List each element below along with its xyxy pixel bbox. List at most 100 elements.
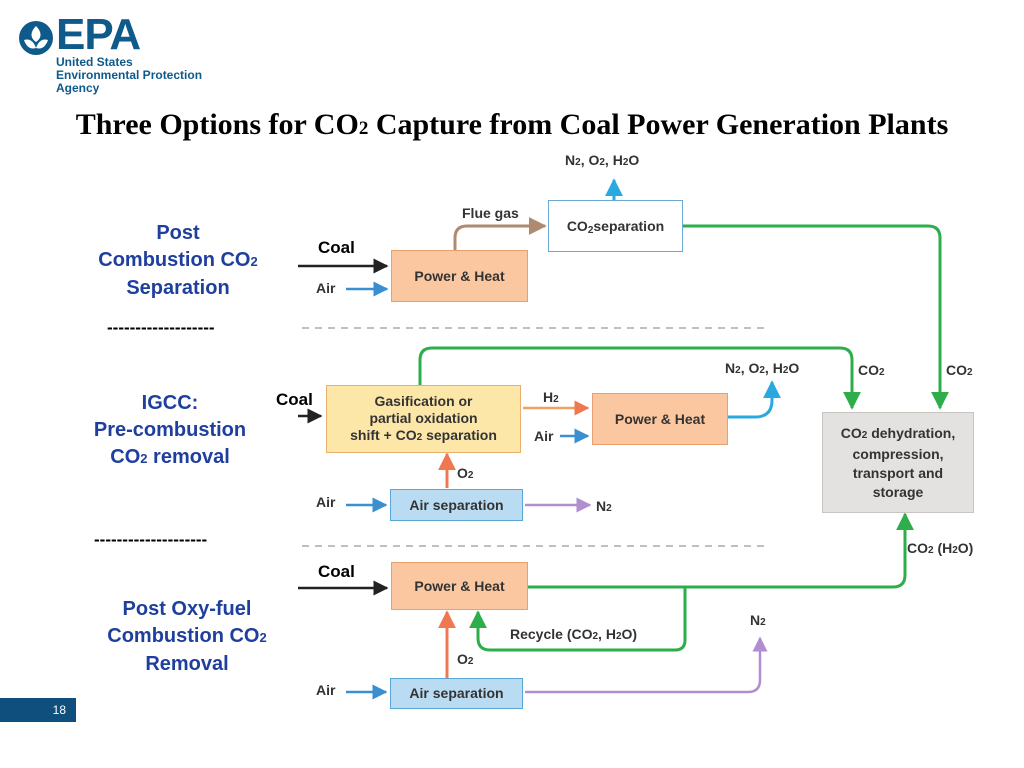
label-text: CO (946, 362, 967, 378)
section-line: Pre-combustion (93, 419, 247, 441)
box-subscript: 2 (587, 224, 594, 236)
section-post-combustion: Post Combustion CO2 Separation (68, 220, 288, 302)
label-subscript: 2 (952, 545, 958, 556)
section-igcc: IGCC: Pre-combustion CO2 removal (60, 390, 280, 472)
label-o2-2: O2 (457, 651, 473, 670)
logo-line-3: Agency (56, 81, 100, 95)
arrow-co2-igcc (418, 346, 861, 410)
label-subscript: 2 (759, 365, 765, 376)
section-line: Post (156, 222, 200, 244)
label-text: O (628, 152, 640, 168)
box-line: partial oxidation (369, 409, 478, 426)
logo-wordmark: EPA (56, 10, 141, 59)
label-text: O (457, 465, 468, 481)
label-subscript: 2 (622, 157, 629, 168)
co2-dehydration-box: CO2 dehydration, compression, transport … (822, 412, 974, 513)
label-air-2: Air (534, 428, 554, 444)
label-subscript: 2 (553, 394, 559, 405)
divider-dashes-1: ------------------- (107, 318, 215, 337)
label-air-3: Air (316, 494, 336, 510)
label-subscript: 2 (592, 631, 599, 642)
box-text: separation (422, 426, 497, 443)
label-air-1: Air (316, 280, 336, 296)
title-part-2: Capture from Coal Power Generation Plant… (368, 108, 949, 141)
label-co2-post: CO2 (946, 362, 973, 381)
label-text: O) (621, 626, 638, 642)
label-subscript: 2 (467, 656, 474, 667)
box-text: dehydration, (867, 424, 956, 441)
arrow-n2-2 (525, 636, 768, 694)
label-text: CO (858, 362, 879, 378)
label-coal-3: Coal (318, 562, 355, 581)
label-subscript: 2 (928, 545, 934, 556)
label-text: N (596, 498, 607, 514)
label-text: , O (580, 152, 600, 168)
label-subscript: 2 (782, 365, 789, 376)
label-text: , H (604, 152, 623, 168)
section-line: Combustion CO2 (77, 623, 297, 651)
section-line: Combustion CO2 (68, 247, 288, 275)
box-line: Gasification or (374, 392, 473, 409)
label-text: O) (957, 540, 974, 556)
label-subscript: 2 (615, 631, 622, 642)
power-heat-box-2: Power & Heat (592, 393, 728, 445)
label-exhaust-mid: N2, O2, H2O (725, 360, 799, 379)
box-text: CO (840, 424, 862, 441)
box-line: CO2 dehydration, (841, 424, 955, 445)
label-text: N (565, 152, 576, 168)
epa-logo: EPA United States Environmental Protecti… (18, 10, 218, 100)
label-subscript: 2 (599, 157, 605, 168)
label-subscript: 2 (735, 365, 741, 376)
box-content: Gasification or partial oxidation shift … (350, 393, 497, 446)
label-subscript: 2 (879, 367, 885, 378)
label-exhaust-top: N2, O2, H2O (565, 152, 639, 171)
label-text: N (750, 612, 761, 628)
epa-flower-icon (19, 21, 53, 55)
arrow-flue-gas (453, 217, 547, 250)
label-text: CO (907, 540, 928, 556)
label-flue-gas: Flue gas (462, 205, 519, 221)
logo-line-2: Environmental Protection (56, 68, 203, 82)
air-separation-box-2: Air separation (390, 678, 523, 709)
label-text: O (788, 360, 800, 376)
section-line: Separation (126, 277, 230, 299)
label-text: , H (764, 360, 783, 376)
label-text: O (457, 651, 468, 667)
box-line: storage (872, 483, 924, 500)
gasification-box: Gasification or partial oxidation shift … (326, 385, 521, 453)
box-text: CO (566, 217, 588, 234)
box-text: separation (593, 217, 665, 234)
label-subscript: 2 (467, 470, 474, 481)
box-text: shift + CO (350, 426, 417, 443)
page-number: 18 (0, 698, 76, 722)
arrow-co2-oxy (528, 512, 914, 589)
title-subscript: 2 (358, 118, 369, 139)
label-subscript: 2 (760, 617, 766, 628)
label-co2-h2o: CO2 (H2O) (907, 540, 973, 559)
air-separation-box-1: Air separation (390, 489, 523, 521)
label-subscript: 2 (575, 157, 581, 168)
box-line: transport and (852, 464, 944, 481)
label-n2-2: N2 (750, 612, 766, 631)
section-text: CO (110, 446, 141, 468)
title-part-1: Three Options for CO (75, 108, 359, 141)
label-text: N (725, 360, 736, 376)
box-content: CO2 dehydration, compression, transport … (841, 424, 955, 502)
box-line: compression, (852, 445, 944, 462)
section-subscript: 2 (250, 254, 258, 269)
divider-dashes-2: -------------------- (94, 530, 208, 549)
label-recycle: Recycle (CO2, H2O) (510, 626, 637, 645)
arrow-exhaust-mid (728, 380, 781, 419)
label-text: , H (598, 626, 616, 642)
section-line: IGCC: (141, 392, 199, 414)
label-o2-1: O2 (457, 465, 473, 484)
label-text: (H (933, 540, 953, 556)
section-line: CO2 removal (60, 444, 280, 472)
section-oxy-fuel: Post Oxy-fuel Combustion CO2 Removal (77, 596, 297, 678)
label-coal-1: Coal (318, 238, 355, 257)
label-subscript: 2 (606, 503, 612, 514)
label-text: , O (740, 360, 760, 376)
section-line: Post Oxy-fuel (122, 598, 252, 620)
